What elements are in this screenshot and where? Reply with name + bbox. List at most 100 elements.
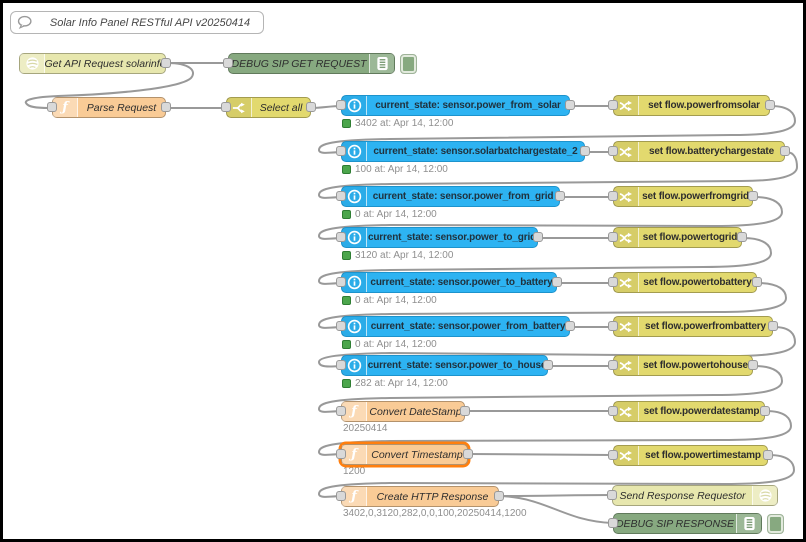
info-icon — [342, 273, 367, 292]
output-port[interactable] — [555, 191, 565, 201]
output-port[interactable] — [768, 321, 778, 331]
input-port[interactable] — [336, 191, 346, 201]
comment-node[interactable]: Solar Info Panel RESTful API v20250414 — [10, 11, 264, 34]
node-label: set flow.powerfrombattery — [645, 321, 766, 332]
output-port[interactable] — [752, 277, 762, 287]
input-port[interactable] — [608, 100, 618, 110]
node-label: DEBUG SIP RESPONSE — [615, 517, 735, 530]
input-port[interactable] — [336, 146, 346, 156]
input-port[interactable] — [608, 360, 618, 370]
output-port[interactable] — [552, 277, 562, 287]
function-node-convert-datestamp[interactable]: ƒ Convert DateStamp — [336, 401, 470, 422]
function-node-parse-request[interactable]: ƒ Parse Request — [47, 97, 171, 118]
function-icon: ƒ — [342, 402, 367, 421]
output-port[interactable] — [748, 360, 758, 370]
change-node[interactable]: set flow.powertohouse — [608, 355, 758, 376]
change-icon — [614, 317, 639, 336]
globe-icon — [752, 486, 777, 505]
current-state-node[interactable]: current_state: sensor.power_to_battery — [336, 272, 562, 293]
current-state-node[interactable]: current_state: sensor.power_to_grid — [336, 227, 543, 248]
output-port[interactable] — [763, 450, 773, 460]
input-port[interactable] — [608, 321, 618, 331]
current-state-node[interactable]: current_state: sensor.power_from_grid — [336, 186, 565, 207]
input-port[interactable] — [336, 277, 346, 287]
input-port[interactable] — [607, 490, 617, 500]
output-port[interactable] — [765, 100, 775, 110]
node-label: set flow.powertobattery — [643, 277, 752, 288]
switch-node-select-all[interactable]: Select all — [221, 97, 316, 118]
change-node[interactable]: set flow.powertogrid — [608, 227, 747, 248]
input-port[interactable] — [608, 450, 618, 460]
info-icon — [342, 187, 367, 206]
current-state-node[interactable]: current_state: sensor.power_to_house — [336, 355, 553, 376]
change-node[interactable]: set flow.powertimestamp — [608, 445, 773, 466]
node-label: current_state: sensor.power_to_grid — [367, 232, 537, 243]
debug-icon — [736, 514, 761, 533]
output-port[interactable] — [533, 232, 543, 242]
output-port[interactable] — [565, 321, 575, 331]
output-port[interactable] — [463, 449, 473, 459]
http-response-node[interactable]: Send Response Requestor — [607, 485, 778, 506]
output-port[interactable] — [543, 360, 553, 370]
output-port[interactable] — [161, 102, 171, 112]
function-node-create-http-response[interactable]: ƒ Create HTTP Response — [336, 486, 504, 507]
output-port[interactable] — [306, 102, 316, 112]
debug-get-node[interactable]: DEBUG SIP GET REQUEST — [223, 53, 395, 74]
change-icon — [614, 356, 639, 375]
change-icon — [614, 446, 639, 465]
function-icon: ƒ — [342, 445, 367, 464]
change-icon — [614, 187, 639, 206]
input-port[interactable] — [336, 491, 346, 501]
input-port[interactable] — [608, 191, 618, 201]
node-label: set flow.powerfromsolar — [648, 100, 760, 111]
node-label: set flow.powerfromgrid — [642, 191, 749, 202]
change-node[interactable]: set flow.batterychargestate — [608, 141, 790, 162]
input-port[interactable] — [608, 406, 618, 416]
current-state-node[interactable]: current_state: sensor.power_from_solar — [336, 95, 575, 116]
output-port[interactable] — [737, 232, 747, 242]
change-node[interactable]: set flow.powerfromgrid — [608, 186, 758, 207]
input-port[interactable] — [336, 232, 346, 242]
current-state-node[interactable]: current_state: sensor.solarbatchargestat… — [336, 141, 590, 162]
info-icon — [342, 228, 367, 247]
node-label: set flow.powertimestamp — [645, 450, 761, 461]
output-port[interactable] — [580, 146, 590, 156]
output-port[interactable] — [565, 100, 575, 110]
input-port[interactable] — [336, 406, 346, 416]
input-port[interactable] — [608, 146, 618, 156]
current-state-node[interactable]: current_state: sensor.power_from_battery — [336, 316, 575, 337]
change-node[interactable]: set flow.powertobattery — [608, 272, 762, 293]
output-port[interactable] — [760, 406, 770, 416]
node-label: Select all — [259, 101, 303, 114]
input-port[interactable] — [336, 100, 346, 110]
output-port[interactable] — [460, 406, 470, 416]
input-port[interactable] — [47, 102, 57, 112]
input-port[interactable] — [608, 277, 618, 287]
debug-icon — [369, 54, 394, 73]
output-port[interactable] — [161, 58, 171, 68]
input-port[interactable] — [336, 321, 346, 331]
node-label: Parse Request — [86, 101, 157, 114]
input-port[interactable] — [608, 518, 618, 528]
debug-toggle-button[interactable] — [400, 54, 417, 74]
input-port[interactable] — [608, 232, 618, 242]
change-node[interactable]: set flow.powerfromsolar — [608, 95, 775, 116]
input-port[interactable] — [221, 102, 231, 112]
output-port[interactable] — [780, 146, 790, 156]
comment-bubble-icon — [11, 12, 37, 33]
function-node-convert-timestamp[interactable]: ƒ Convert Timestamp — [336, 444, 473, 465]
http-in-node[interactable]: Get API Request solarinfo — [19, 53, 171, 74]
input-port[interactable] — [223, 58, 233, 68]
input-port[interactable] — [336, 360, 346, 370]
debug-response-node[interactable]: DEBUG SIP RESPONSE — [608, 513, 762, 534]
globe-icon — [20, 54, 45, 73]
node-status: 0 at: Apr 14, 12:00 — [342, 295, 437, 306]
change-node[interactable]: set flow.powerfrombattery — [608, 316, 778, 337]
output-port[interactable] — [494, 491, 504, 501]
change-node[interactable]: set flow.powerdatestamp — [608, 401, 770, 422]
output-port[interactable] — [748, 191, 758, 201]
debug-toggle-button[interactable] — [767, 514, 784, 534]
status-dot — [342, 296, 351, 305]
wires — [24, 62, 799, 524]
input-port[interactable] — [336, 449, 346, 459]
